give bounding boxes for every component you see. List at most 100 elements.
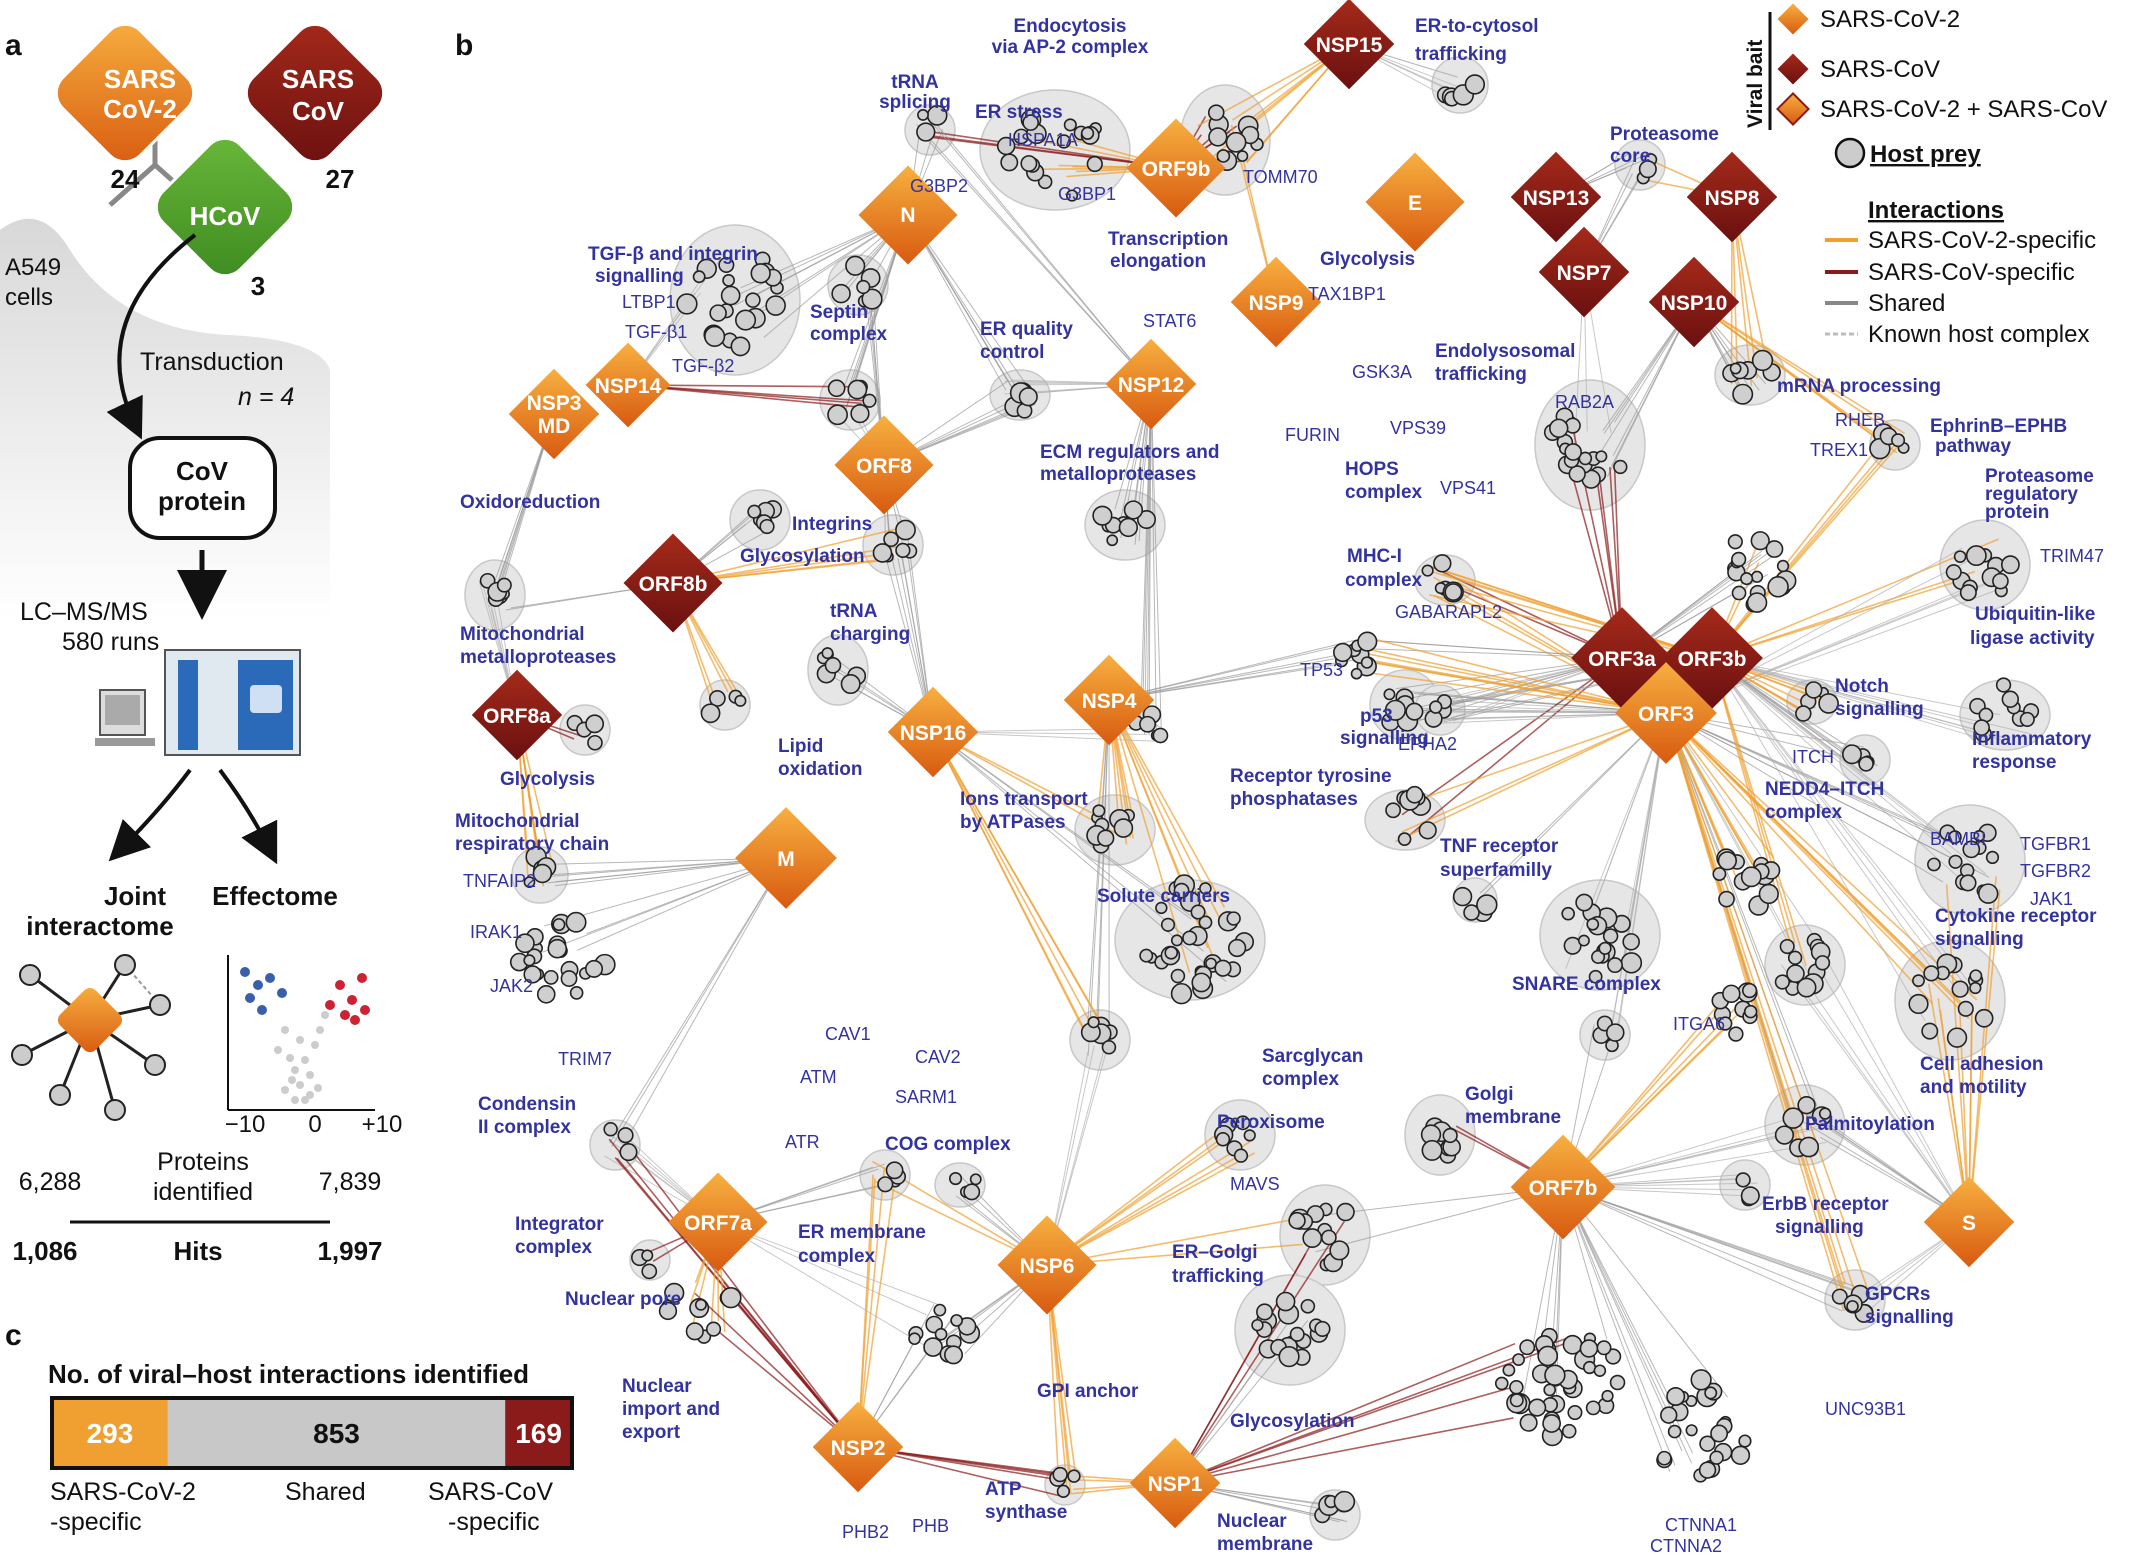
host-prey-node (1207, 104, 1225, 121)
gene-G3BP2: G3BP2 (910, 176, 968, 196)
host-prey-node (1656, 1450, 1672, 1466)
host-prey-node (543, 969, 559, 985)
host-prey-node (750, 263, 771, 284)
module-tgf-2: signalling (595, 266, 684, 287)
module-er-cytosol-1: ER-to-cytosol (1415, 16, 1539, 37)
host-prey-node (603, 1122, 618, 1137)
host-prey-node (2000, 555, 2020, 575)
host-prey-node (1842, 744, 1862, 765)
edge (1665, 712, 1990, 878)
host-prey-node (1593, 1364, 1607, 1377)
host-prey-node (1243, 1129, 1256, 1142)
host-prey-node (1022, 114, 1039, 131)
host-prey-node (1563, 936, 1582, 955)
host-prey-node (917, 108, 929, 121)
host-prey-node (676, 293, 698, 315)
edge (717, 1221, 928, 1316)
edge (1665, 712, 1970, 1020)
bait-label-NSP14: NSP14 (595, 375, 662, 398)
host-prey-node (1758, 883, 1779, 905)
host-prey-node (1977, 883, 1999, 904)
module-er-stress: ER stress (975, 102, 1063, 123)
host-prey-node (1385, 802, 1402, 819)
host-prey-node (1767, 576, 1789, 598)
gene-TGFB2: TGF-β2 (672, 356, 734, 376)
edge (1401, 712, 1667, 833)
edge (1343, 643, 1667, 714)
bait-ORF7b (1510, 1134, 1616, 1240)
gene-TREX1: TREX1 (1810, 440, 1868, 460)
legend-host-prey: Host prey (1870, 141, 1981, 168)
edge (542, 857, 787, 953)
host-prey-node (515, 933, 535, 954)
module-ephrin-1: EphrinB–EPHB (1930, 416, 2067, 437)
host-prey-node (1123, 500, 1144, 520)
host-prey-node (933, 1303, 947, 1317)
host-prey-node (1948, 854, 1963, 869)
host-prey-node (1101, 1040, 1117, 1055)
host-prey-node (1216, 149, 1231, 163)
edge (1174, 1342, 1516, 1484)
host-prey-node (1685, 1424, 1698, 1437)
host-prey-node (1620, 952, 1643, 974)
mass-spec-instrument (95, 649, 301, 756)
host-prey-node (1519, 1413, 1538, 1432)
module-endocytosis-2: via AP-2 complex (992, 37, 1149, 58)
bait-label-E: E (1408, 192, 1422, 215)
host-prey-node (1985, 850, 2000, 865)
host-prey-node (1699, 1435, 1716, 1452)
host-prey-node (1727, 534, 1743, 550)
bait-label-ORF8b: ORF8b (639, 573, 708, 596)
host-prey-node (1452, 886, 1473, 907)
host-prey-node (585, 959, 604, 978)
host-prey-node (1577, 934, 1590, 947)
host-prey-nodes (479, 74, 2040, 1524)
host-prey-node (1586, 917, 1600, 931)
host-prey-node (1953, 550, 1967, 563)
host-prey-node (694, 1298, 707, 1311)
host-prey-node (664, 1282, 685, 1304)
bait-label-NSP9: NSP9 (1249, 292, 1304, 315)
host-prey-node (496, 577, 512, 593)
host-prey-node (765, 295, 786, 316)
host-prey-node (1519, 1339, 1536, 1356)
gene-TP53: TP53 (1300, 660, 1343, 680)
edge (1108, 652, 1364, 701)
host-prey-node (720, 1287, 742, 1309)
host-prey-node (1087, 1016, 1100, 1029)
host-prey-node (1182, 930, 1198, 946)
module-er-golgi-1: ER–Golgi (1172, 1242, 1258, 1263)
bar-segment-2 (505, 1398, 572, 1468)
module-solute: Solute carriers (1097, 886, 1230, 907)
host-prey-node (1018, 387, 1038, 407)
edge (1968, 889, 2001, 1223)
bait-NSP6 (997, 1215, 1097, 1315)
module-oxidoreduction: Oxidoreduction (460, 492, 600, 513)
edge (694, 1292, 859, 1448)
host-prey-node (585, 714, 605, 734)
gene-BAMBI: BAMBI (1930, 829, 1986, 849)
host-prey-node (1164, 946, 1179, 960)
edge (1665, 712, 1813, 1105)
module-er-membrane-1: ER membrane (798, 1222, 926, 1243)
module-cell-adhesion-1: Cell adhesion (1920, 1054, 2044, 1075)
module-proteasome-core-2: core (1610, 146, 1650, 167)
edge (1665, 712, 1944, 883)
host-prey-node (1974, 1008, 1994, 1028)
host-prey-node (617, 1127, 634, 1144)
host-prey-node (1995, 677, 2012, 693)
bait-label-NSP8: NSP8 (1705, 187, 1760, 210)
edge (1711, 657, 1971, 993)
module-mito-metallo-2: metalloproteases (460, 647, 616, 668)
host-prey-node (1199, 882, 1212, 895)
seg-label-sars-1: SARS-CoV (428, 1478, 553, 1506)
edge (1370, 659, 1667, 714)
host-prey-node (1948, 830, 1962, 845)
edge (1562, 1186, 1671, 1472)
edge (1401, 657, 1623, 816)
host-prey-node (1405, 785, 1424, 804)
module-nuclear-import-3: export (622, 1422, 681, 1443)
bait-label-NSP13: NSP13 (1523, 187, 1590, 210)
host-prey-node (1730, 1445, 1751, 1465)
edge (1150, 383, 1163, 740)
